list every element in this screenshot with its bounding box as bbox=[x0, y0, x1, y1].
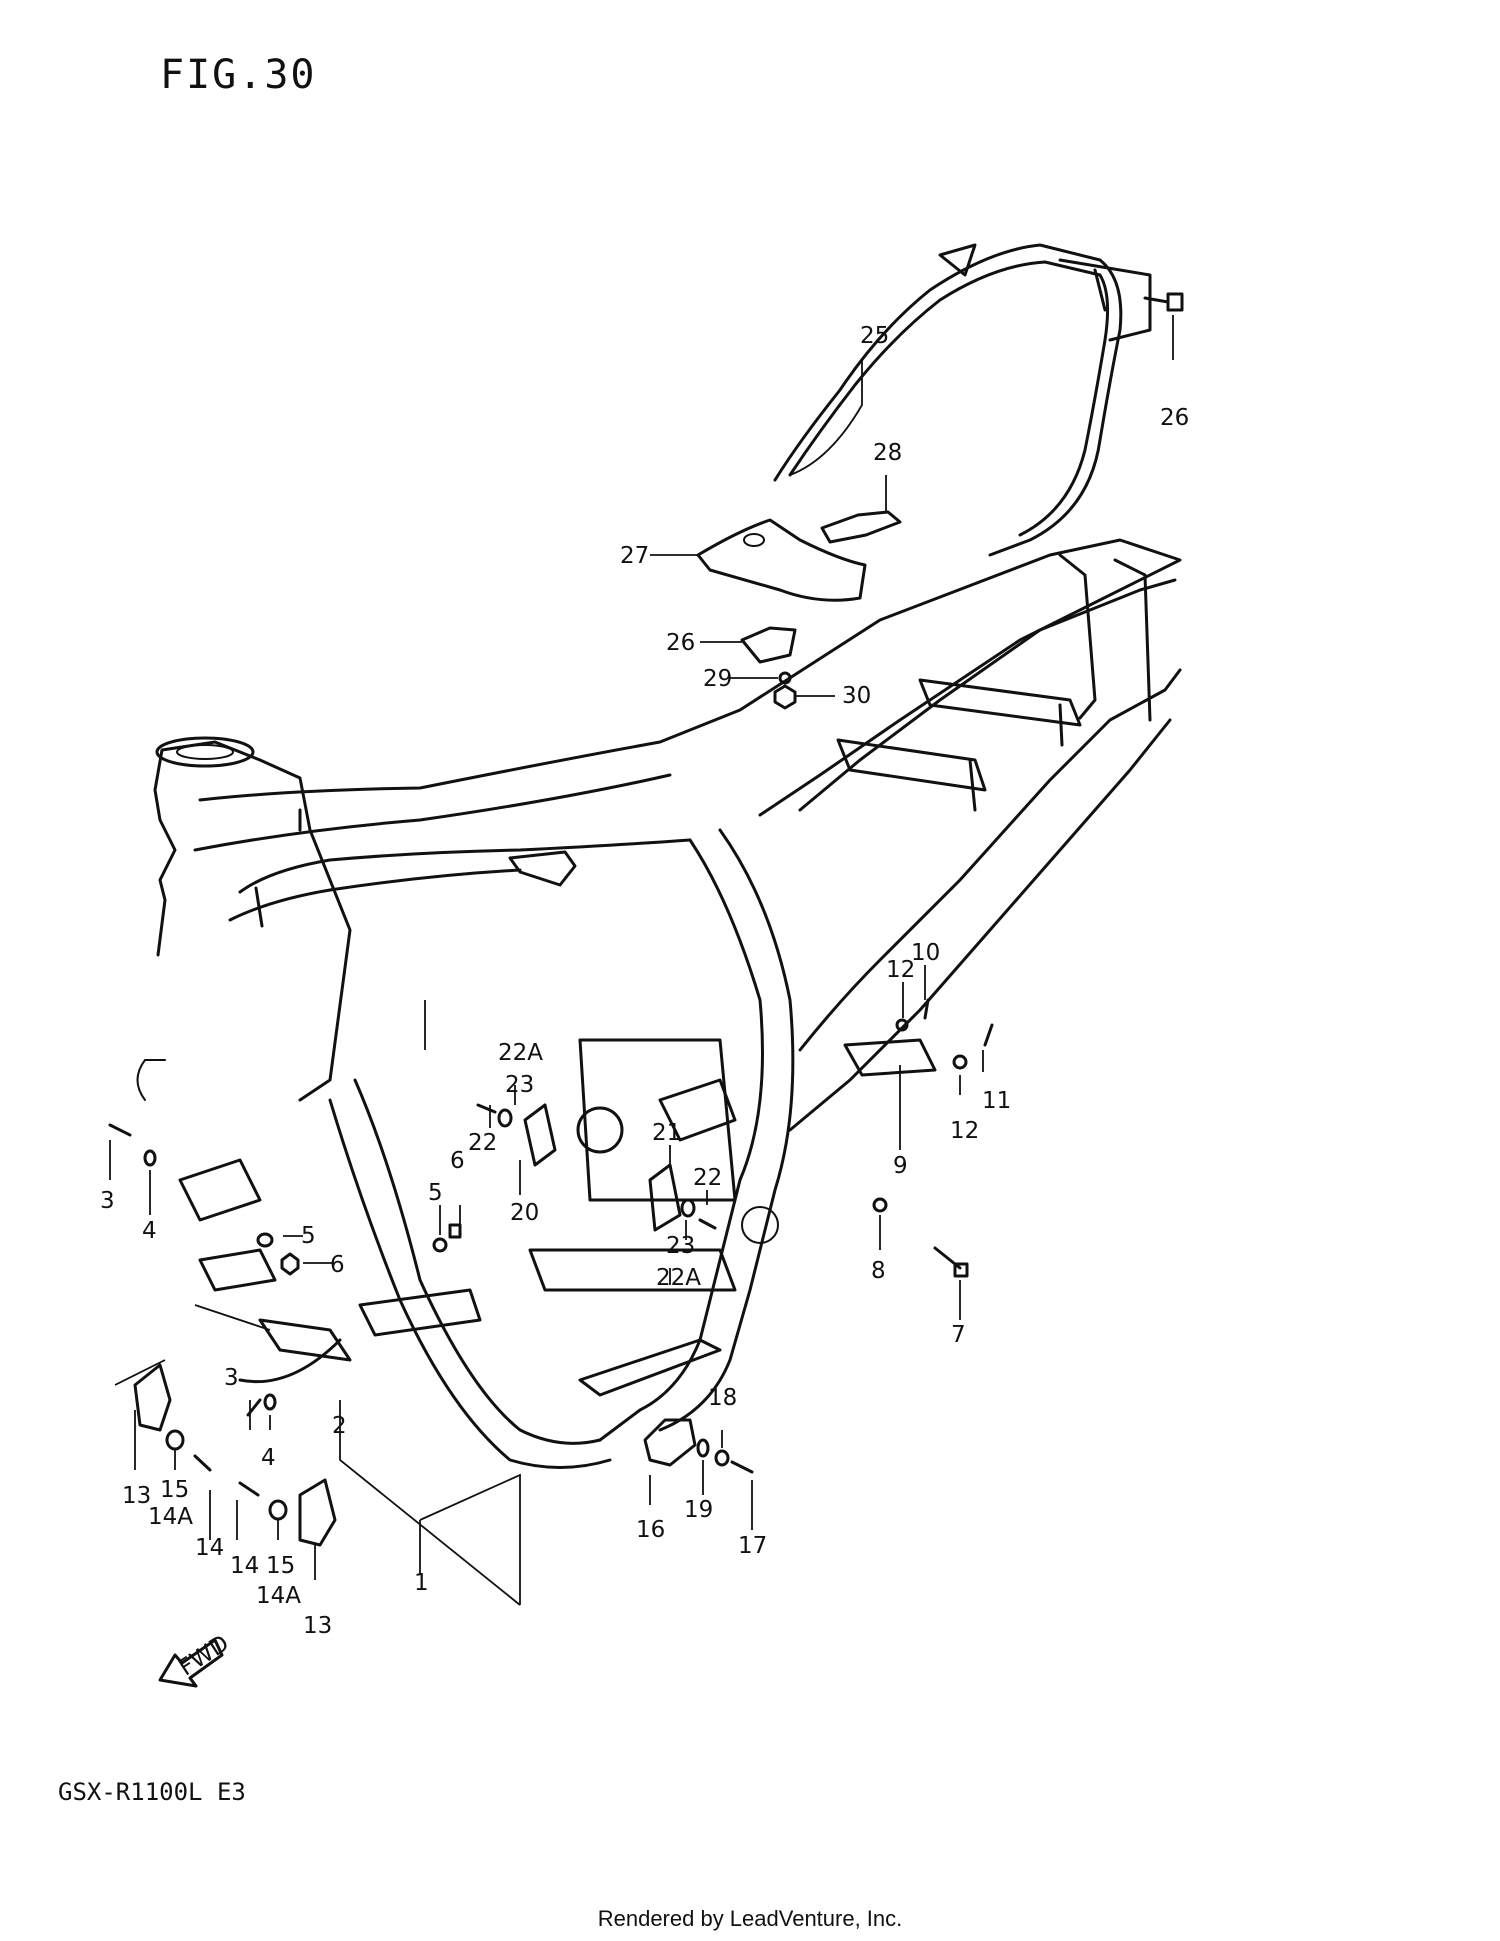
callout-5-lower: 5 bbox=[301, 1223, 316, 1249]
fwd-arrow: FWD bbox=[158, 1630, 234, 1688]
callout-14A-left: 14A bbox=[148, 1504, 193, 1530]
callout-12-bottom: 12 bbox=[950, 1118, 979, 1144]
callouts: 25 26 28 27 26 29 30 10 12 11 12 9 8 7 3… bbox=[100, 323, 1189, 1639]
callout-19: 19 bbox=[684, 1497, 713, 1523]
callout-3-upper: 3 bbox=[100, 1188, 115, 1214]
callout-13-right: 13 bbox=[303, 1613, 332, 1639]
callout-10: 10 bbox=[911, 940, 940, 966]
callout-16: 16 bbox=[636, 1517, 665, 1543]
callout-6-lower: 6 bbox=[330, 1252, 345, 1278]
callout-30: 30 bbox=[842, 683, 871, 709]
callout-17: 17 bbox=[738, 1533, 767, 1559]
callout-3-lower: 3 bbox=[224, 1365, 239, 1391]
callout-23-upper: 23 bbox=[505, 1072, 534, 1098]
small-parts bbox=[108, 292, 1184, 1547]
fwd-label: FWD bbox=[175, 1630, 234, 1681]
main-frame bbox=[136, 538, 1182, 1469]
callout-5-upper: 5 bbox=[428, 1180, 443, 1206]
callout-18: 18 bbox=[708, 1385, 737, 1411]
callout-28: 28 bbox=[873, 440, 902, 466]
callout-12-top: 12 bbox=[886, 957, 915, 983]
callout-20: 20 bbox=[510, 1200, 539, 1226]
callout-15-left: 15 bbox=[160, 1477, 189, 1503]
callout-29: 29 bbox=[703, 666, 732, 692]
callout-25: 26 bbox=[1160, 405, 1189, 431]
callout-11: 11 bbox=[982, 1088, 1011, 1114]
callout-14-right: 14 bbox=[230, 1553, 259, 1579]
callout-6-upper: 6 bbox=[450, 1148, 465, 1174]
leader-lines bbox=[109, 315, 1174, 1606]
callout-13-left: 13 bbox=[122, 1483, 151, 1509]
callout-14-left: 14 bbox=[195, 1535, 224, 1561]
callout-4-upper: 4 bbox=[142, 1218, 157, 1244]
callout-21: 21 bbox=[652, 1120, 681, 1146]
grab-rail bbox=[773, 243, 1152, 557]
callout-7: 7 bbox=[951, 1322, 966, 1348]
callout-4-lower: 4 bbox=[261, 1445, 276, 1471]
callout-14A-right: 14A bbox=[256, 1583, 301, 1609]
callout-1: 1 bbox=[414, 1570, 429, 1596]
callout-22A-lower: 22A bbox=[656, 1265, 701, 1291]
callout-9: 9 bbox=[893, 1153, 908, 1179]
footer-credit: Rendered by LeadVenture, Inc. bbox=[597, 1906, 903, 1931]
callout-2: 2 bbox=[332, 1413, 347, 1439]
figure-label: FIG.30 bbox=[160, 52, 317, 98]
callout-8: 8 bbox=[871, 1258, 886, 1284]
callout-22A-upper: 22A bbox=[498, 1040, 543, 1066]
callout-22-upper: 22 bbox=[468, 1130, 497, 1156]
callout-26: 26 bbox=[666, 630, 695, 656]
callout-27: 27 bbox=[620, 543, 649, 569]
callout-15-right: 15 bbox=[266, 1553, 295, 1579]
model-code: GSX-R1100L E3 bbox=[58, 1778, 246, 1806]
callout-23-lower: 23 bbox=[666, 1233, 695, 1259]
callout-22-lower: 22 bbox=[693, 1165, 722, 1191]
callout-24: 25 bbox=[860, 323, 889, 349]
